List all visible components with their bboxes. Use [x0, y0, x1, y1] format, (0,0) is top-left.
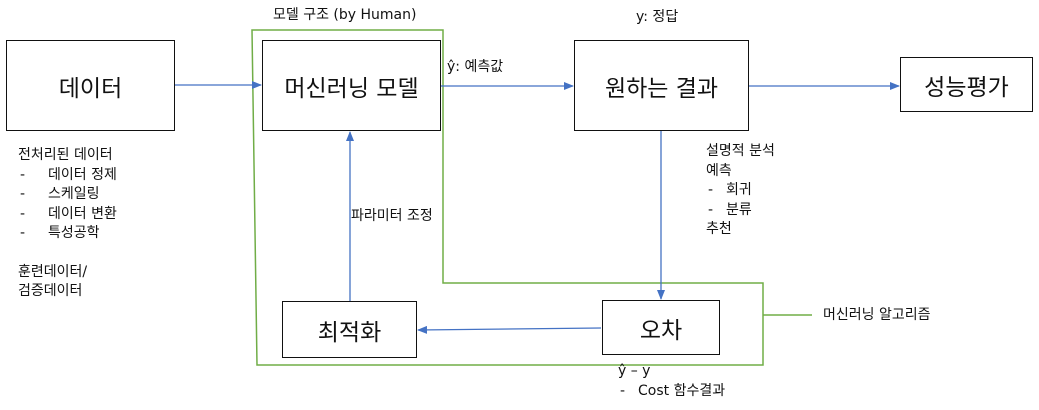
list-item: -분류: [706, 201, 775, 221]
error-notes: ŷ – y -Cost 함수결과: [618, 362, 725, 401]
prediction-label: ŷ: 예측값: [447, 59, 504, 75]
error-formula: ŷ – y: [618, 363, 651, 379]
split-line-2: 검증데이터: [18, 283, 83, 299]
node-ml-model: 머신러닝 모델: [262, 40, 441, 131]
list-item: -특성공학: [18, 224, 117, 244]
node-evaluation-label: 성능평가: [924, 74, 1009, 101]
node-error: 오차: [602, 300, 720, 355]
node-data-label: 데이터: [58, 75, 123, 102]
preprocessing-item: 데이터 변환: [48, 205, 117, 222]
task-line-2: 예측: [706, 162, 732, 179]
error-item: Cost 함수결과: [638, 382, 726, 399]
preprocessing-item: 데이터 정제: [48, 166, 117, 183]
node-data: 데이터: [6, 40, 175, 131]
list-item: -스케일링: [18, 185, 117, 205]
node-ml-model-label: 머신러닝 모델: [284, 75, 419, 102]
node-evaluation: 성능평가: [900, 57, 1033, 112]
parameter-tuning-label: 파라미터 조정: [351, 208, 433, 224]
task-item: 분류: [726, 201, 752, 218]
node-desired-result: 원하는 결과: [574, 40, 749, 131]
preprocessing-item: 스케일링: [48, 186, 100, 202]
ml-algorithm-boundary: [251, 29, 764, 366]
list-item: -데이터 변환: [18, 205, 117, 225]
ground-truth-label: y: 정답: [636, 9, 679, 25]
node-desired-result-label: 원하는 결과: [604, 75, 719, 102]
task-line-1: 설명적 분석: [706, 143, 775, 159]
node-error-label: 오차: [639, 317, 683, 344]
preprocessing-item: 특성공학: [48, 225, 100, 241]
task-notes: 설명적 분석 예측 -회귀 -분류 추천: [706, 142, 775, 240]
model-structure-label: 모델 구조 (by Human): [273, 7, 417, 23]
node-optimization: 최적화: [282, 301, 417, 358]
list-item: -Cost 함수결과: [618, 382, 725, 402]
preprocessing-notes: 전처리된 데이터 -데이터 정제 -스케일링 -데이터 변환 -특성공학 훈련데…: [18, 146, 117, 302]
list-item: -데이터 정제: [18, 166, 117, 186]
ml-algorithm-label: 머신러닝 알고리즘: [823, 307, 931, 323]
node-optimization-label: 최적화: [317, 319, 382, 346]
task-item: 회귀: [726, 182, 752, 198]
task-line-3: 추천: [706, 221, 732, 237]
split-line-1: 훈련데이터/: [18, 263, 88, 280]
list-item: -회귀: [706, 181, 775, 201]
preprocessing-title: 전처리된 데이터: [18, 147, 113, 163]
arrow-error-to-optimization: [417, 325, 602, 334]
